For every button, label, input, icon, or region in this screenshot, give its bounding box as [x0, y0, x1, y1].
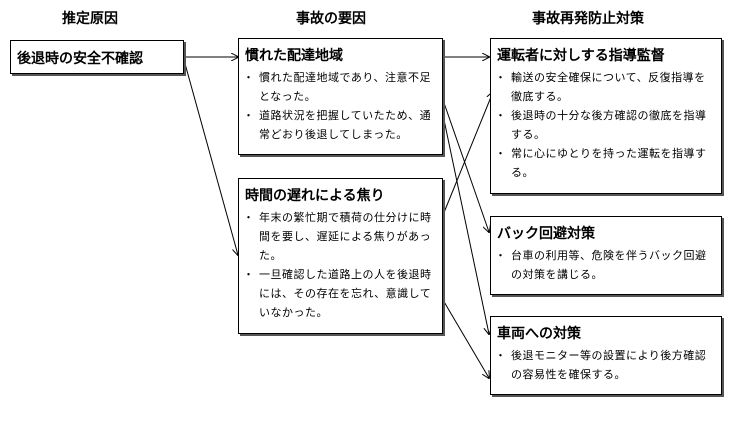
measure-box-driver-guidance: 運転者に対しする指導監督 輸送の安全確保について、反復指導を徹底する。 後退時の… [490, 38, 722, 194]
measure1-item: 輸送の安全確保について、反復指導を徹底する。 [495, 68, 715, 106]
measure3-title: 車両への対策 [497, 326, 581, 342]
arrow-factor2-to-measure3 [442, 299, 489, 378]
header-measures: 事故再発防止対策 [532, 11, 644, 27]
measure-box-back-avoidance: バック回避対策 台車の利用等、危険を伴うバック回避の対策を講じる。 [490, 216, 722, 295]
cause-title: 後退時の安全不確認 [17, 51, 143, 67]
factor1-item: 慣れた配達地域であり、注意不足となった。 [243, 68, 436, 106]
measure1-item: 後退時の十分な後方確認の徹底を指導する。 [495, 106, 715, 144]
factor2-title: 時間の遅れによる焦り [245, 188, 385, 204]
measure1-item: 常に心にゆとりを持った運転を指導する。 [495, 144, 715, 182]
arrow-factor1-to-measure2 [442, 99, 489, 232]
factor1-list: 慣れた配達地域であり、注意不足となった。 道路状況を把握していたため、通常どおり… [239, 68, 442, 144]
measure-box-vehicle: 車両への対策 後退モニター等の設置により後方確認の容易性を確保する。 [490, 316, 722, 395]
factor1-title: 慣れた配達地域 [245, 48, 343, 64]
arrow-cause-to-factor2 [183, 59, 238, 255]
header-factors: 事故の要因 [296, 11, 366, 27]
factor1-item: 道路状況を把握していたため、通常どおり後退してしまった。 [243, 106, 436, 144]
factor-box-time-pressure: 時間の遅れによる焦り 年末の繁忙期で積荷の仕分けに時間を要し、遅延による焦りがあ… [238, 178, 443, 334]
measure1-list: 輸送の安全確保について、反復指導を徹底する。 後退時の十分な後方確認の徹底を指導… [491, 68, 721, 182]
measure2-title: バック回避対策 [497, 226, 595, 242]
arrow-factor2-to-measure1 [442, 92, 493, 216]
factor2-list: 年末の繁忙期で積荷の仕分けに時間を要し、遅延による焦りがあった。 一旦確認した道… [239, 208, 442, 322]
header-cause: 推定原因 [62, 11, 118, 27]
factor2-item: 一旦確認した道路上の人を後退時には、その存在を忘れ、意識していなかった。 [243, 265, 436, 322]
measure1-title: 運転者に対しする指導監督 [497, 48, 665, 64]
measure2-item: 台車の利用等、危険を伴うバック回避の対策を講じる。 [495, 246, 715, 284]
factor2-item: 年末の繁忙期で積荷の仕分けに時間を要し、遅延による焦りがあった。 [243, 208, 436, 265]
measure3-list: 後退モニター等の設置により後方確認の容易性を確保する。 [491, 346, 721, 384]
arrow-factor1-to-measure3 [442, 114, 489, 334]
cause-box: 後退時の安全不確認 [10, 40, 184, 74]
measure2-list: 台車の利用等、危険を伴うバック回避の対策を講じる。 [491, 246, 721, 284]
measure3-item: 後退モニター等の設置により後方確認の容易性を確保する。 [495, 346, 715, 384]
factor-box-familiar-area: 慣れた配達地域 慣れた配達地域であり、注意不足となった。 道路状況を把握していた… [238, 38, 443, 155]
